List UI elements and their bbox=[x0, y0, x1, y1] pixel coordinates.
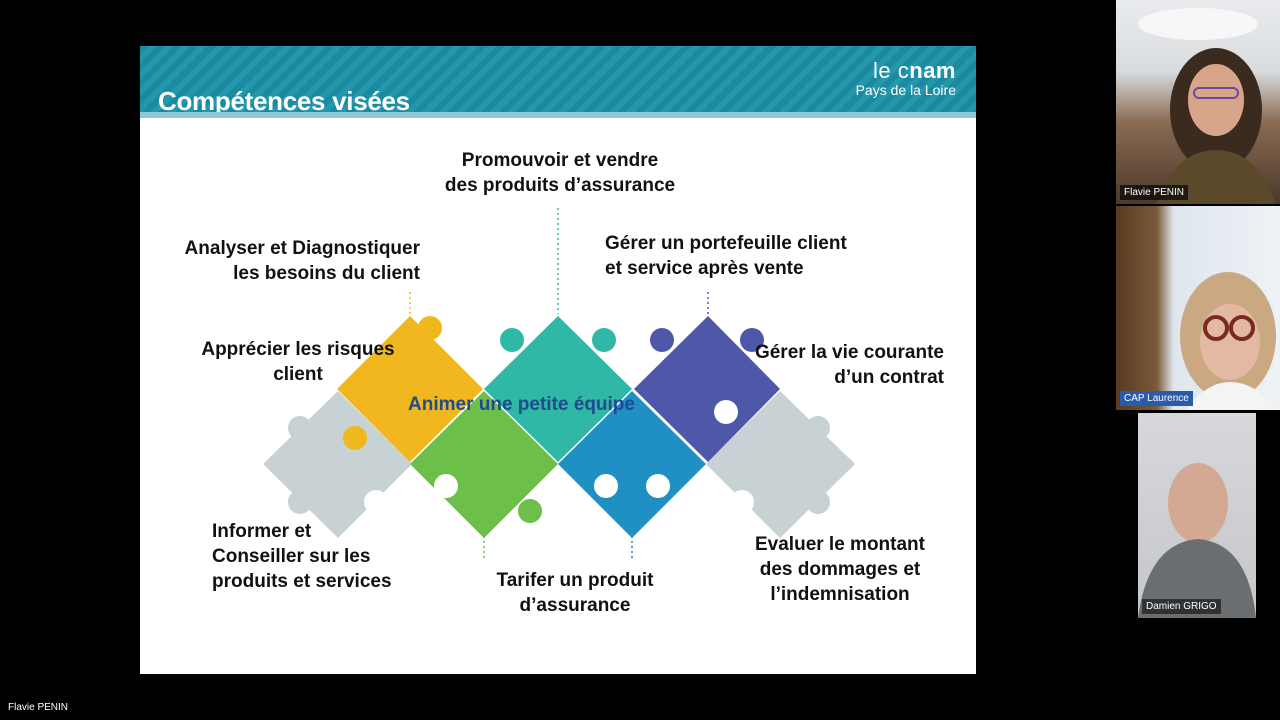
participant-tile-2[interactable]: CAP Laurence bbox=[1116, 206, 1280, 410]
puzzle-piece-purple bbox=[634, 316, 780, 462]
participant-name-2: CAP Laurence bbox=[1120, 391, 1193, 406]
label-gerer-portefeuille: Gérer un portefeuille client et service … bbox=[605, 233, 847, 279]
label-apprecier: Apprécier les risques client bbox=[201, 339, 395, 385]
participant-video-1 bbox=[1138, 8, 1276, 204]
label-tarifer: Tarifer un produit d’assurance bbox=[496, 570, 654, 616]
puzzle-diagram bbox=[263, 208, 855, 558]
slide-header: Compétences visées le cnam Pays de la Lo… bbox=[140, 46, 976, 118]
puzzle-piece-yellow bbox=[337, 316, 483, 462]
label-analyser: Analyser et Diagnostiquer les besoins du… bbox=[184, 238, 420, 284]
logo-bold: nam bbox=[909, 58, 956, 83]
label-gerer-vie: Gérer la vie courante d’un contrat bbox=[754, 342, 944, 388]
participant-tile-3[interactable]: Damien GRIGO bbox=[1138, 413, 1256, 618]
puzzle-piece-teal bbox=[484, 316, 632, 462]
shared-slide: Compétences visées le cnam Pays de la Lo… bbox=[140, 46, 976, 674]
label-animer-equipe: Animer une petite équipe bbox=[408, 394, 635, 415]
logo-region: Pays de la Loire bbox=[855, 82, 956, 98]
label-promouvoir: Promouvoir et vendre des produits d’assu… bbox=[444, 150, 676, 196]
participant-video-2 bbox=[1180, 272, 1276, 410]
puzzle-piece-blue bbox=[558, 391, 706, 538]
participant-name-3: Damien GRIGO bbox=[1142, 599, 1221, 614]
label-evaluer: Evaluer le montant des dommages et l’ind… bbox=[755, 534, 925, 605]
participant-tile-1[interactable]: Flavie PENIN bbox=[1116, 0, 1280, 204]
slide-title: Compétences visées bbox=[158, 86, 410, 116]
puzzle-piece-gray-right bbox=[706, 391, 855, 538]
active-speaker-name: Flavie PENIN bbox=[8, 702, 69, 713]
label-informer: Informer et Conseiller sur les produits … bbox=[212, 521, 392, 592]
participant-name-1: Flavie PENIN bbox=[1120, 185, 1189, 200]
puzzle-piece-green bbox=[410, 391, 558, 538]
participant-video-3 bbox=[1138, 463, 1256, 618]
logo-prefix: le c bbox=[873, 58, 910, 83]
cnam-logo: le cnam Pays de la Loire bbox=[855, 58, 956, 99]
puzzle-piece-gray-left bbox=[263, 391, 412, 538]
